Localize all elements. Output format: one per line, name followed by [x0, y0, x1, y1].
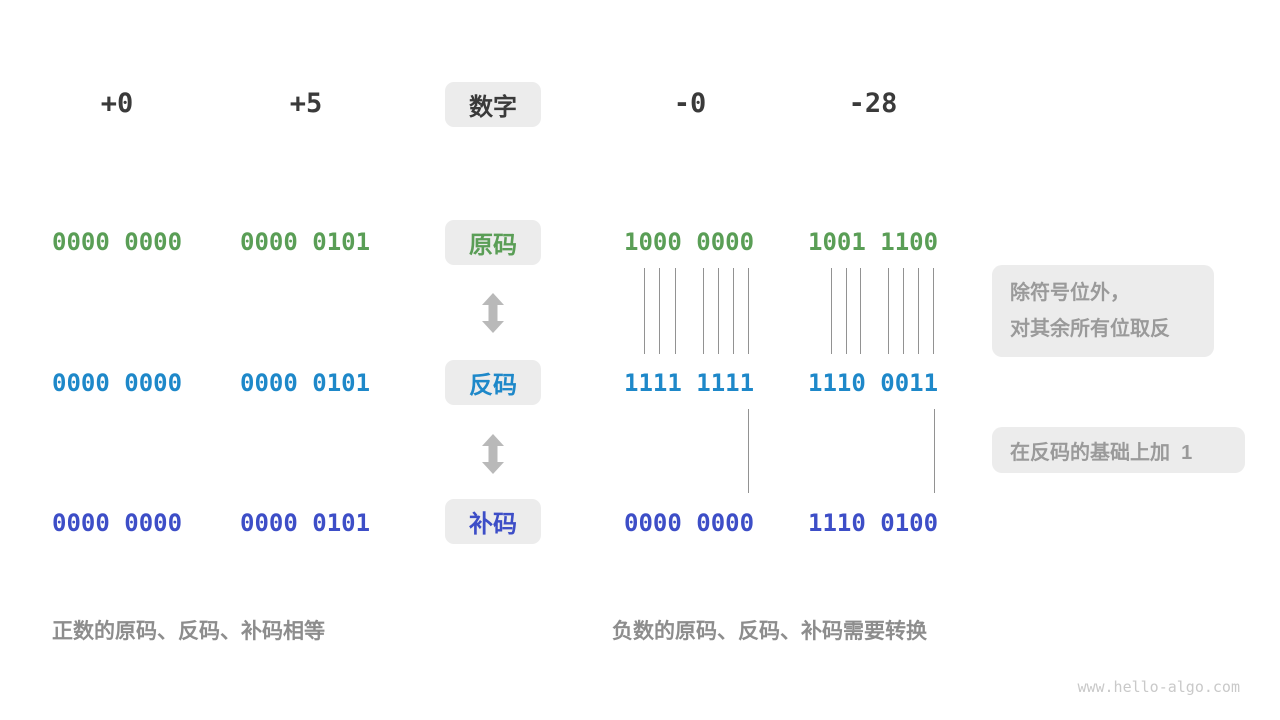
- number-label: 数字: [469, 94, 517, 121]
- bit-flip-line: [675, 268, 676, 354]
- twos-complement-label-box: 补码: [445, 499, 541, 544]
- header-number-neg0: -0: [673, 88, 707, 119]
- bit-flip-line: [659, 268, 660, 354]
- twos-complement-label: 补码: [469, 511, 517, 538]
- ones-complement-label-box: 反码: [445, 360, 541, 405]
- number-label-box: 数字: [445, 82, 541, 127]
- sign-magnitude-label: 原码: [469, 232, 517, 259]
- twos-complement-neg28: 1110 0100: [808, 509, 939, 537]
- ones-complement-pos5: 0000 0101: [240, 369, 371, 397]
- sign-magnitude-neg28: 1001 1100: [808, 228, 939, 256]
- bit-flip-line: [918, 268, 919, 354]
- sign-magnitude-pos5: 0000 0101: [240, 228, 371, 256]
- bit-flip-line: [888, 268, 889, 354]
- header-number-neg28: -28: [848, 88, 898, 119]
- bit-flip-line: [703, 268, 704, 354]
- twos-complement-pos0: 0000 0000: [52, 509, 183, 537]
- sign-magnitude-pos0: 0000 0000: [52, 228, 183, 256]
- negative-caption: 负数的原码、反码、补码需要转换: [612, 620, 927, 643]
- header-number-pos0: +0: [100, 88, 134, 119]
- add-one-note: 在反码的基础上加 1: [992, 427, 1245, 473]
- positive-caption: 正数的原码、反码、补码相等: [52, 620, 325, 643]
- ones-complement-neg0: 1111 1111: [624, 369, 755, 397]
- add-one-line: [748, 409, 749, 493]
- sign-magnitude-neg0: 1000 0000: [624, 228, 755, 256]
- bit-flip-line: [733, 268, 734, 354]
- bit-flip-line: [933, 268, 934, 354]
- invert-bits-note: 除符号位外， 对其余所有位取反: [992, 265, 1214, 357]
- add-one-note-text: 在反码的基础上加 1: [1010, 441, 1193, 464]
- bit-flip-line: [860, 268, 861, 354]
- bit-flip-line: [846, 268, 847, 354]
- updown-arrow-icon: [482, 434, 504, 474]
- ones-complement-pos0: 0000 0000: [52, 369, 183, 397]
- updown-arrow-icon: [482, 293, 504, 333]
- twos-complement-pos5: 0000 0101: [240, 509, 371, 537]
- invert-bits-note-line2: 对其余所有位取反: [1010, 318, 1170, 340]
- ones-complement-label: 反码: [469, 372, 517, 399]
- invert-bits-note-line1: 除符号位外，: [1010, 282, 1130, 304]
- twos-complement-neg0: 0000 0000: [624, 509, 755, 537]
- header-number-pos5: +5: [289, 88, 323, 119]
- ones-complement-neg28: 1110 0011: [808, 369, 939, 397]
- bit-flip-line: [831, 268, 832, 354]
- add-one-line: [934, 409, 935, 493]
- bit-flip-line: [644, 268, 645, 354]
- bit-flip-line: [718, 268, 719, 354]
- sign-magnitude-label-box: 原码: [445, 220, 541, 265]
- bit-flip-line: [903, 268, 904, 354]
- watermark: www.hello-algo.com: [1077, 678, 1240, 696]
- bit-flip-line: [748, 268, 749, 354]
